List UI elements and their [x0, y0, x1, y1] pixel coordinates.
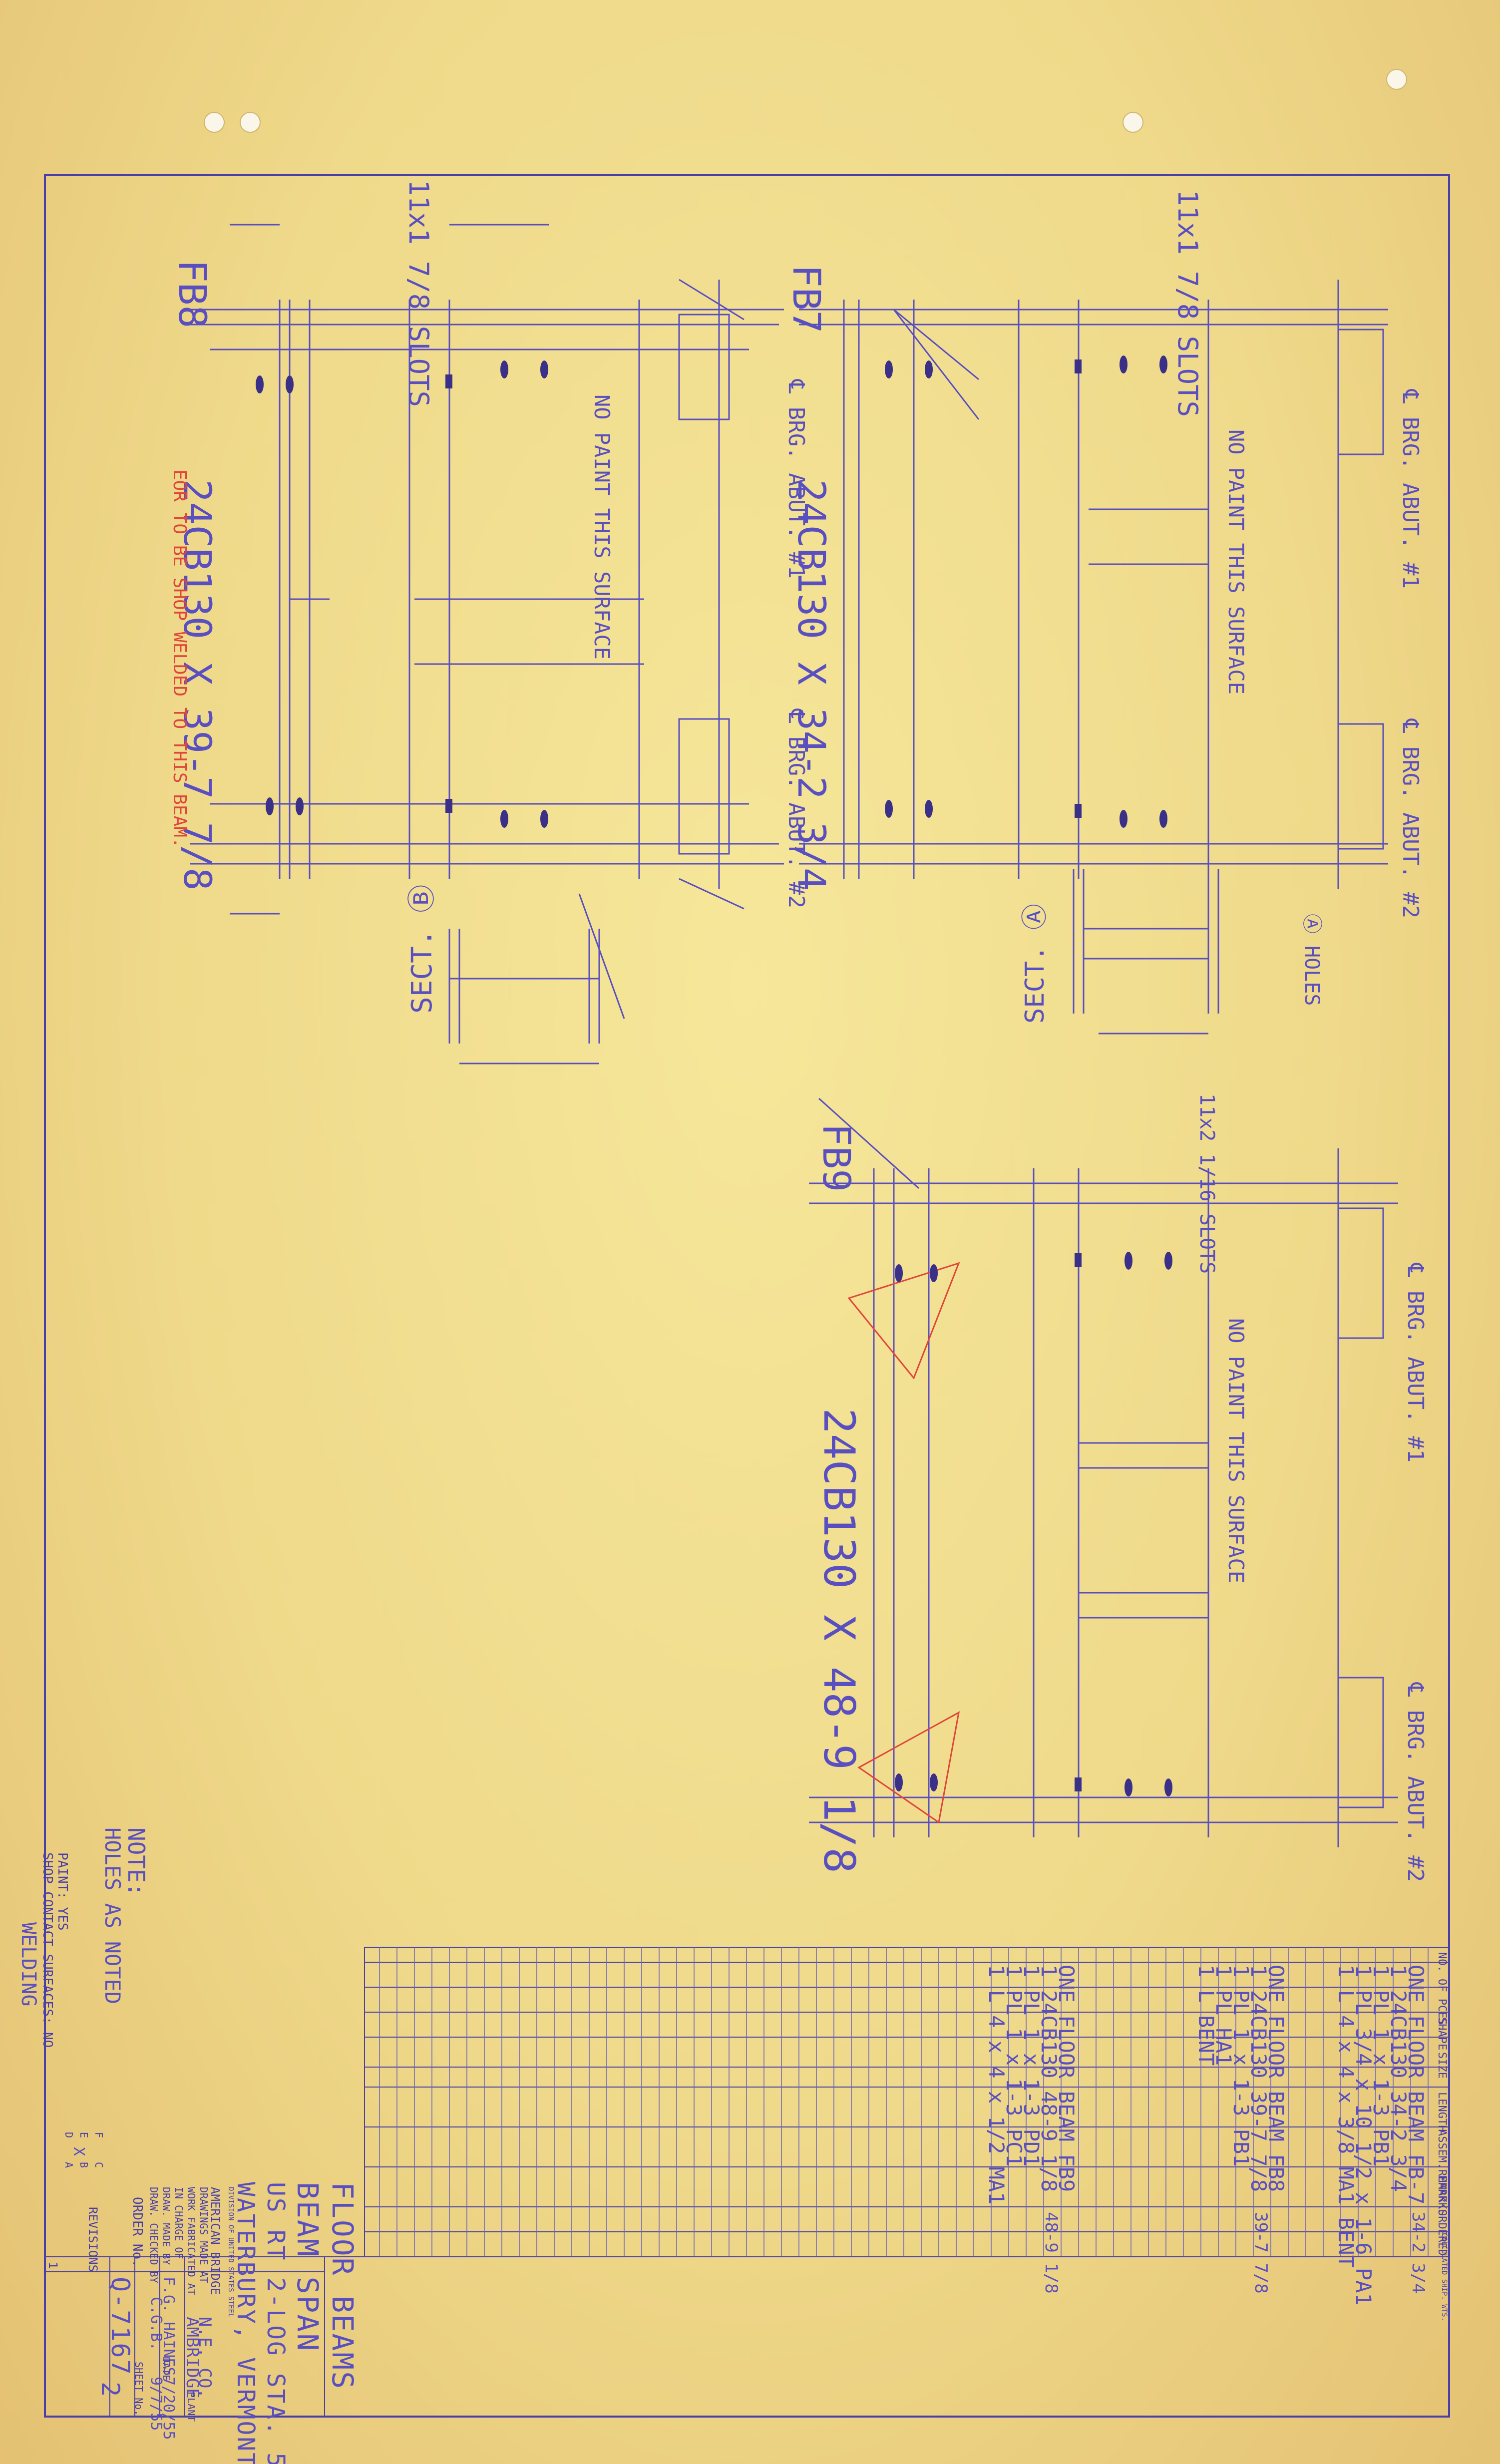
- table-header-remarks: REMARKS: [1436, 2169, 1448, 2216]
- note-body: HOLES AS NOTED: [100, 1827, 125, 2005]
- punch-hole: [204, 112, 225, 133]
- table-header-weights: CALCULATED SHIP. WTS.: [1440, 2233, 1448, 2322]
- title-line-1: FLOOR BEAMS: [326, 2182, 360, 2391]
- rev-letter-c: C: [93, 2162, 105, 2168]
- fb7-size: 24CB130 X 34-2 3/4: [789, 479, 834, 891]
- fb9-holes: [895, 1252, 1172, 1796]
- table-weight: 48-9 1/8: [1041, 2212, 1061, 2294]
- rev-letter-e: E: [78, 2132, 90, 2138]
- fb9-size: 24CB130 X 48-9 1/8: [814, 1408, 864, 1873]
- rev-number: 1: [46, 2262, 60, 2269]
- table-header-length: LENGTH: [1436, 2092, 1448, 2132]
- plant-label: PLANT: [185, 2392, 197, 2422]
- revisions-label: REVISIONS: [86, 2207, 100, 2272]
- work-fab-label: WORK FABRICATED AT: [185, 2187, 197, 2295]
- punch-hole: [1386, 69, 1407, 90]
- checked-date-value: 9/7/55: [147, 2377, 165, 2431]
- fb9-slots: 11x2 1/16 SLOTS: [1195, 1093, 1218, 1274]
- drawings-made-at-label: DRAWINGS MADE AT: [198, 2187, 210, 2283]
- fb8-drawing: [190, 224, 784, 1064]
- company-name: AMERICAN BRIDGE: [208, 2187, 222, 2295]
- sheet-label: SHEET No.: [133, 2362, 145, 2416]
- fb9-brg-abut1: ℄ BRG. ABUT. #1: [1403, 1263, 1428, 1463]
- welding-note: WELDING: [17, 1922, 40, 2007]
- fb9-mark: FB9: [814, 1123, 859, 1192]
- title-line-4: WATERBURY, VERMONT: [232, 2182, 260, 2464]
- order-label: ORDER No.: [130, 2197, 145, 2267]
- sect-a-holes: Ⓐ HOLES: [1300, 914, 1323, 1006]
- table-row: 1 L 4 x 4 x 1/2 MA1: [984, 1965, 1009, 2205]
- table-row: 1 L BENT: [1194, 1965, 1218, 2066]
- paint-note: PAINT: YES: [55, 1852, 70, 1931]
- table-weight: 39-7 7/8: [1251, 2212, 1271, 2294]
- rev-letter-b: B: [78, 2162, 90, 2168]
- checked-by-label: DRAW. CHECKED BY: [148, 2187, 160, 2283]
- title-line-3: US RT 2-LOG STA. 56+65: [262, 2182, 290, 2464]
- table-weight: 34-2 3/4: [1408, 2212, 1428, 2294]
- table-header-size: SIZE: [1436, 2052, 1448, 2079]
- title-block-grid: [44, 2256, 1450, 2417]
- fb7-holes: [885, 355, 1167, 828]
- fb7-slots: 11x1 7/8 SLOTS: [1172, 190, 1203, 417]
- drawn-by-label: DRAW. MADE BY: [160, 2187, 172, 2265]
- work-fab-value: AMBRIDGE: [182, 2317, 202, 2399]
- fb8-slots: 11x1 7/8 SLOTS: [403, 180, 434, 407]
- rev-letter-d: D: [63, 2132, 75, 2138]
- company-caption: DIVISION OF UNITED STATES STEEL: [227, 2187, 235, 2318]
- fb9-no-paint: NO PAINT THIS SURFACE: [1224, 1318, 1248, 1584]
- punch-hole: [240, 112, 261, 133]
- fb8-mark: FB8: [170, 260, 215, 329]
- fb8-red-note: EOR TO BE SHOP WELDED TO THIS BEAM.: [169, 469, 190, 848]
- checked-by-value: C.G.B.: [147, 2297, 165, 2351]
- sect-a-label: SECT. Ⓐ: [1020, 904, 1050, 1024]
- punch-hole: [1123, 112, 1143, 133]
- order-number: Q-7167: [106, 2277, 135, 2376]
- rev-letter-f: F: [93, 2132, 105, 2138]
- material-table-rows: [379, 1947, 1429, 2257]
- sect-b-label: SECT. Ⓑ: [406, 884, 438, 1014]
- table-row: 1 L 4 x 4 x 3/8 MA1 BENT: [1334, 1965, 1358, 2268]
- title-line-2: BEAM SPAN: [291, 2182, 325, 2353]
- rev-letter-a: A: [63, 2162, 75, 2168]
- table-header-shape: SHAPE: [1436, 2017, 1448, 2051]
- fb8-no-paint: NO PAINT THIS SURFACE: [590, 394, 614, 660]
- fb7-no-paint: NO PAINT THIS SURFACE: [1224, 429, 1248, 695]
- shop-contact-note: SHOP CONTACT SURFACES: NO: [40, 1852, 55, 2048]
- fb9-brg-abut2: ℄ BRG. ABUT. #2: [1403, 1683, 1428, 1882]
- rev-mark: X: [70, 2147, 87, 2156]
- in-charge-label: IN CHARGE OF: [173, 2187, 185, 2259]
- fb8-holes: [256, 360, 548, 828]
- fb7-drawing: [799, 280, 1388, 1035]
- fb7-brg-abut1: ℄ BRG. ABUT. #1: [1398, 389, 1423, 589]
- fb7-brg-abut2: ℄ BRG. ABUT. #2: [1398, 719, 1423, 919]
- material-table-grid: [364, 1947, 1450, 2257]
- sheet-number: 2: [96, 2382, 125, 2399]
- fb9-drawing: [809, 1097, 1398, 1847]
- note-title: NOTE:: [123, 1827, 150, 1897]
- fb9-red-marks: [847, 1262, 960, 1824]
- fb7-mark: FB7: [784, 265, 829, 334]
